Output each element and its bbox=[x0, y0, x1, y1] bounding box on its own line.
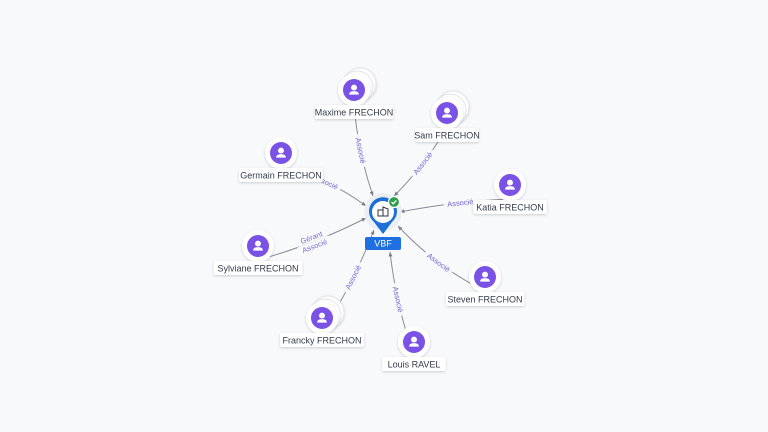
person-icon bbox=[409, 336, 419, 347]
person-icon bbox=[317, 312, 327, 323]
person-node-sam[interactable]: Sam FRECHON bbox=[414, 90, 480, 142]
person-name-germain[interactable]: Germain FRECHON bbox=[239, 168, 323, 182]
person-node-steven[interactable]: Steven FRECHON bbox=[445, 261, 525, 306]
person-node-francky[interactable]: Francky FRECHON bbox=[280, 295, 364, 347]
company-node[interactable]: VBF bbox=[364, 193, 402, 250]
company-name: VBF bbox=[374, 239, 392, 249]
person-node-sylviane[interactable]: Sylviane FRECHON bbox=[213, 230, 303, 275]
edge-label-katia: Associé bbox=[443, 196, 478, 209]
relation-label: Associé bbox=[425, 251, 451, 274]
company-name-badge[interactable]: VBF bbox=[365, 237, 401, 250]
person-name-louis[interactable]: Louis RAVEL bbox=[382, 357, 446, 371]
person-name-text: Francky FRECHON bbox=[282, 336, 361, 346]
person-name-text: Sam FRECHON bbox=[414, 131, 480, 141]
edge-label-sam: Associé bbox=[408, 147, 437, 180]
building-icon bbox=[377, 206, 389, 217]
edge-label-steven: Associé bbox=[422, 248, 455, 276]
relation-label: Associé bbox=[411, 150, 434, 176]
person-name-sylviane[interactable]: Sylviane FRECHON bbox=[213, 261, 303, 275]
relation-label: Associé bbox=[391, 286, 405, 314]
edge-label-francky: Associé bbox=[341, 260, 365, 294]
person-name-francky[interactable]: Francky FRECHON bbox=[280, 333, 364, 347]
person-icon bbox=[442, 107, 452, 118]
person-name-text: Maxime FRECHON bbox=[315, 108, 394, 118]
nodes-layer: Maxime FRECHON Sam FRECHON Germain FRECHON… bbox=[213, 67, 547, 371]
person-name-text: Katia FRECHON bbox=[476, 203, 544, 213]
person-icon bbox=[253, 240, 263, 251]
person-name-text: Germain FRECHON bbox=[240, 171, 322, 181]
person-icon bbox=[276, 147, 286, 158]
edge-label-louis: Associé bbox=[390, 282, 407, 317]
person-name-text: Sylviane FRECHON bbox=[217, 264, 298, 274]
person-node-louis[interactable]: Louis RAVEL bbox=[382, 326, 446, 371]
relation-label: Associé bbox=[343, 263, 363, 291]
check-icon bbox=[387, 195, 401, 209]
person-node-maxime[interactable]: Maxime FRECHON bbox=[314, 67, 394, 119]
person-name-text: Steven FRECHON bbox=[447, 295, 522, 305]
person-icon bbox=[505, 179, 515, 190]
person-icon bbox=[480, 271, 490, 282]
person-node-katia[interactable]: Katia FRECHON bbox=[473, 169, 547, 214]
edge-label-maxime: Associé bbox=[353, 133, 369, 168]
person-node-germain[interactable]: Germain FRECHON bbox=[239, 137, 323, 182]
person-icon bbox=[349, 84, 359, 95]
person-name-sam[interactable]: Sam FRECHON bbox=[414, 128, 480, 142]
person-name-steven[interactable]: Steven FRECHON bbox=[445, 292, 525, 306]
person-name-maxime[interactable]: Maxime FRECHON bbox=[314, 105, 394, 119]
relation-label: Associé bbox=[353, 137, 367, 165]
person-name-katia[interactable]: Katia FRECHON bbox=[473, 200, 547, 214]
person-name-text: Louis RAVEL bbox=[388, 360, 441, 370]
relation-label: Associé bbox=[447, 197, 474, 209]
